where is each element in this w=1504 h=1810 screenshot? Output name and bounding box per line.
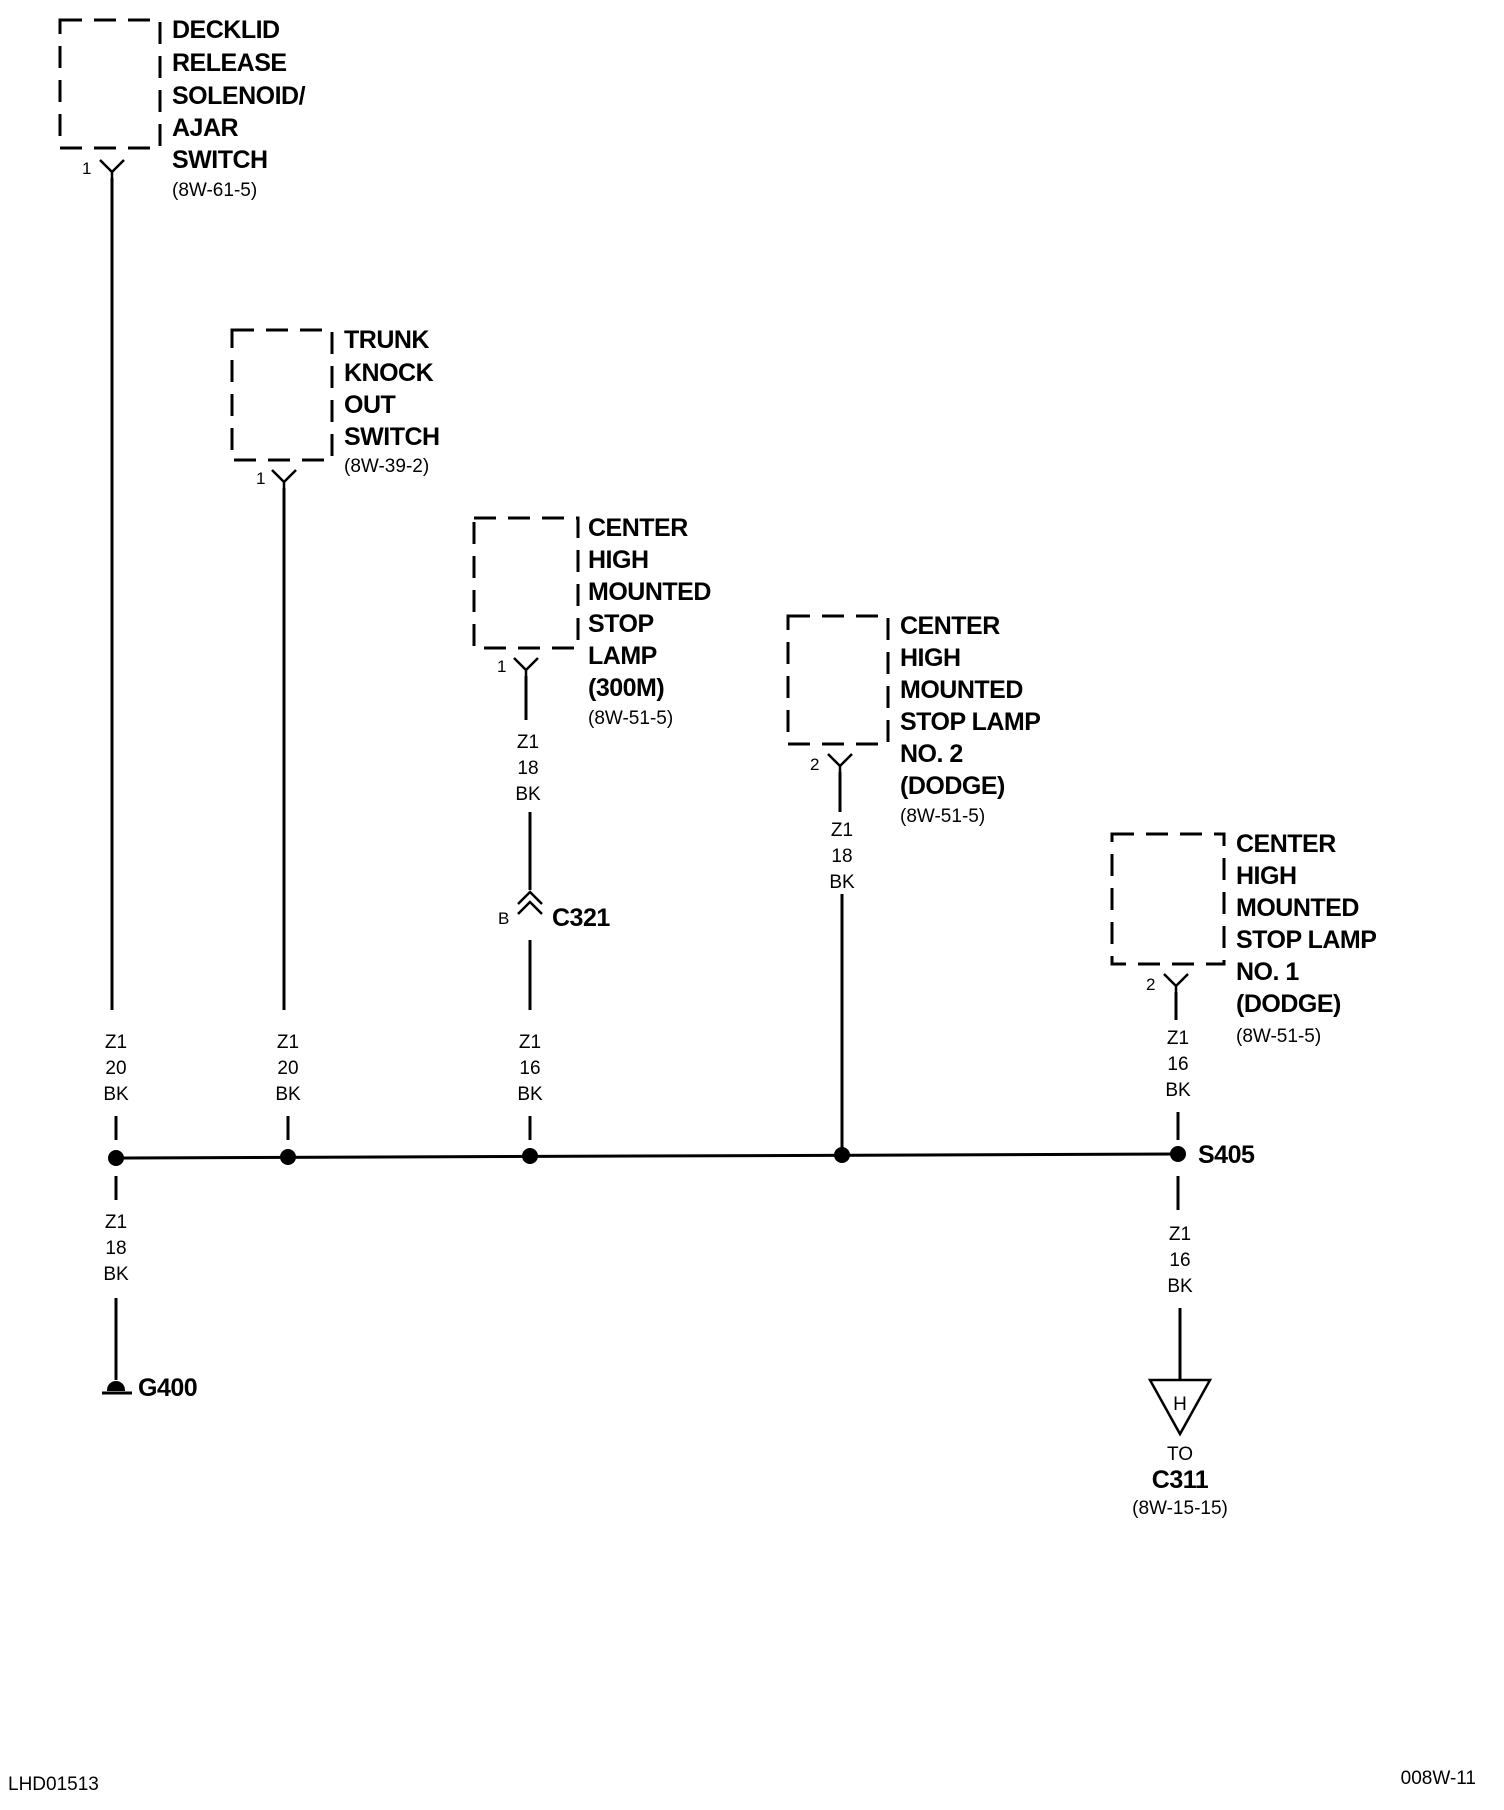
splice-dot-decklid — [108, 1150, 124, 1166]
decklid-pin-number: 1 — [82, 159, 91, 178]
wire-code-color: BK — [103, 1084, 129, 1105]
wire-code-gauge: 18 — [831, 846, 852, 867]
chmsl-no1-page-ref: (8W-51-5) — [1236, 1026, 1321, 1047]
wire-code-gauge: 20 — [105, 1058, 126, 1079]
chmsl-no1-label-line-1: CENTER — [1236, 830, 1336, 858]
wire-code-gauge: 18 — [105, 1238, 126, 1259]
wire-label-decklid: Z1 20 BK — [103, 1032, 129, 1105]
wire-code-circuit: Z1 — [519, 1032, 541, 1053]
wire-code-gauge: 18 — [517, 758, 538, 779]
component-chmsl-no1: 2 CENTER HIGH MOUNTED STOP LAMP NO. 1 (D… — [1110, 830, 1377, 1047]
chmsl-300m-label-line-1: CENTER — [588, 514, 688, 542]
chmsl-300m-label-line-6: (300M) — [588, 674, 664, 702]
chmsl-no2-label-line-3: MOUNTED — [900, 676, 1023, 704]
wire-code-color: BK — [275, 1084, 301, 1105]
c321-label: C321 — [552, 904, 610, 932]
wire-code-color-circuit: Z1 — [105, 1032, 127, 1053]
offpage-triangle-icon — [1147, 1378, 1213, 1437]
trunk-label-line-1: TRUNK — [344, 326, 429, 354]
wire-code-color: BK — [1165, 1080, 1191, 1101]
wire-code-circuit: Z1 — [517, 732, 539, 753]
wire-label-ground: Z1 18 BK — [103, 1212, 129, 1285]
wire-label-chmsl-no1: Z1 16 BK — [1165, 1028, 1191, 1101]
trunk-label-line-2: KNOCK — [344, 359, 434, 387]
component-chmsl-300m: 1 CENTER HIGH MOUNTED STOP LAMP (300M) (… — [472, 514, 711, 729]
offpage-connector-h: H TO C311 (8W-15-15) — [1132, 1378, 1228, 1519]
wire-label-chmsl-no2: Z1 18 BK — [829, 820, 855, 893]
chmsl-300m-label-line-4: STOP — [588, 610, 654, 638]
component-trunk-knock-out-switch: 1 TRUNK KNOCK OUT SWITCH (8W-39-2) — [230, 326, 440, 488]
chmsl-no2-label-line-5: NO. 2 — [900, 740, 963, 768]
wire-ground-bus — [115, 1152, 1179, 1160]
trunk-page-ref: (8W-39-2) — [344, 456, 429, 477]
wire-label-to-c311: Z1 16 BK — [1167, 1224, 1193, 1297]
chmsl-no2-label-line-6: (DODGE) — [900, 772, 1005, 800]
chmsl-no2-pin-number: 2 — [810, 755, 819, 774]
wire-code-circuit: Z1 — [1169, 1224, 1191, 1245]
footer-page-number: 008W-11 — [1401, 1768, 1476, 1789]
wire-code-circuit: Z1 — [831, 820, 853, 841]
chmsl-no2-page-ref: (8W-51-5) — [900, 806, 985, 827]
chmsl-300m-label-line-3: MOUNTED — [588, 578, 711, 606]
wire-code-circuit: Z1 — [277, 1032, 299, 1053]
chmsl-no1-label-line-3: MOUNTED — [1236, 894, 1359, 922]
wire-code-gauge: 16 — [1169, 1250, 1190, 1271]
c321-pin-letter: B — [498, 909, 509, 928]
chmsl-no2-label-line-4: STOP LAMP — [900, 708, 1040, 736]
decklid-label-line-3: SOLENOID/ — [172, 82, 306, 110]
trunk-pin-number: 1 — [256, 469, 265, 488]
wire-code-color: BK — [103, 1264, 129, 1285]
wire-label-chmsl-300m-bottom: Z1 16 BK — [517, 1032, 543, 1105]
component-decklid-switch: 1 DECKLID RELEASE SOLENOID/ AJAR SWITCH … — [58, 16, 306, 201]
offpage-letter: H — [1173, 1394, 1187, 1415]
splice-dot-chmsl-no2 — [834, 1147, 850, 1163]
splice-dots — [108, 1146, 1186, 1166]
wire-code-gauge: 16 — [1167, 1054, 1188, 1075]
ground-icon — [106, 1381, 126, 1391]
chmsl-300m-label-line-5: LAMP — [588, 642, 657, 670]
decklid-label-line-5: SWITCH — [172, 146, 268, 174]
offpage-connector-label: C311 — [1152, 1466, 1209, 1494]
wire-code-circuit: Z1 — [1167, 1028, 1189, 1049]
decklid-label-line-2: RELEASE — [172, 49, 287, 77]
wire-code-color: BK — [829, 872, 855, 893]
wire-label-chmsl-300m-top: Z1 18 BK — [515, 732, 541, 805]
chmsl-no1-label-line-2: HIGH — [1236, 862, 1297, 890]
splice-s405-label: S405 — [1198, 1141, 1255, 1169]
inline-connector-icon — [517, 890, 543, 915]
chmsl-300m-pin-number: 1 — [497, 657, 506, 676]
wire-code-color: BK — [515, 784, 541, 805]
chmsl-no2-label-line-1: CENTER — [900, 612, 1000, 640]
wire-code-gauge: 16 — [519, 1058, 540, 1079]
component-chmsl-no2: 2 CENTER HIGH MOUNTED STOP LAMP NO. 2 (D… — [786, 612, 1041, 827]
wire-code-circuit: Z1 — [105, 1212, 127, 1233]
decklid-label-line-4: AJAR — [172, 114, 239, 142]
wire-label-trunk: Z1 20 BK — [275, 1032, 301, 1105]
chmsl-no1-label-line-5: NO. 1 — [1236, 958, 1299, 986]
chmsl-no1-pin-number: 2 — [1146, 975, 1155, 994]
chmsl-300m-label-line-2: HIGH — [588, 546, 649, 574]
splice-dot-s405 — [1170, 1146, 1186, 1162]
wire-code-color: BK — [1167, 1276, 1193, 1297]
chmsl-no2-label-line-2: HIGH — [900, 644, 961, 672]
chmsl-no1-label-line-6: (DODGE) — [1236, 990, 1341, 1018]
ground-g400: G400 — [102, 1374, 198, 1402]
splice-dot-chmsl-300m — [522, 1148, 538, 1164]
trunk-label-line-4: SWITCH — [344, 423, 440, 451]
wires — [110, 178, 1182, 1380]
decklid-label-line-1: DECKLID — [172, 16, 280, 44]
wire-code-gauge: 20 — [277, 1058, 298, 1079]
wire-code-color: BK — [517, 1084, 543, 1105]
chmsl-no1-label-line-4: STOP LAMP — [1236, 926, 1376, 954]
ground-label: G400 — [138, 1374, 197, 1402]
offpage-to-label: TO — [1167, 1444, 1193, 1465]
trunk-label-line-3: OUT — [344, 391, 396, 419]
chmsl-300m-page-ref: (8W-51-5) — [588, 708, 673, 729]
splice-dot-trunk — [280, 1149, 296, 1165]
connector-c321: B C321 — [498, 890, 611, 932]
decklid-page-ref: (8W-61-5) — [172, 180, 257, 201]
offpage-page-ref: (8W-15-15) — [1132, 1498, 1228, 1519]
footer-drawing-id: LHD01513 — [8, 1774, 99, 1795]
